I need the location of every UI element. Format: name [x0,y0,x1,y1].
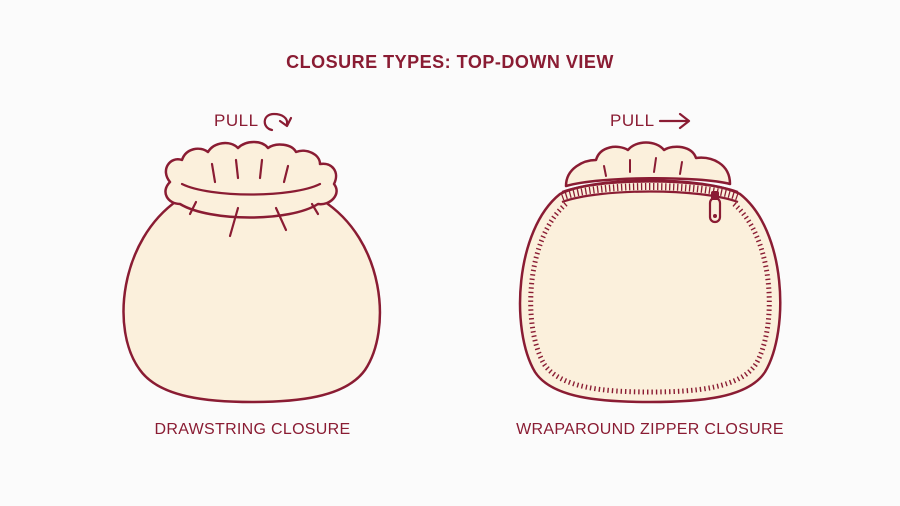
zipper-bag [518,141,782,404]
zipper-bag-body [518,179,782,404]
zipper-top-folds [603,157,683,177]
diagram-title: CLOSURE TYPES: TOP-DOWN VIEW [286,52,614,72]
drawstring-bag-body [122,198,382,404]
zipper-bag-top [564,141,732,188]
drawstring-bag [122,140,382,404]
zipper-pull-label: PULL [610,111,655,130]
drawstring-pull-label: PULL [214,111,259,130]
drawstring-bag-ruffle [164,140,338,219]
zipper-teeth [560,183,740,201]
drawstring-caption: DRAWSTRING CLOSURE [154,421,351,438]
curved-arrow-icon [263,112,293,132]
zipper-caption: WRAPAROUND ZIPPER CLOSURE [516,421,784,438]
drawstring-folds [188,158,320,238]
zipper-band-lower [561,190,739,204]
zipper-band [561,180,739,194]
drawstring-bag-opening [180,182,322,196]
zipper-pull-icon [708,191,722,224]
right-arrow-icon [658,112,691,130]
